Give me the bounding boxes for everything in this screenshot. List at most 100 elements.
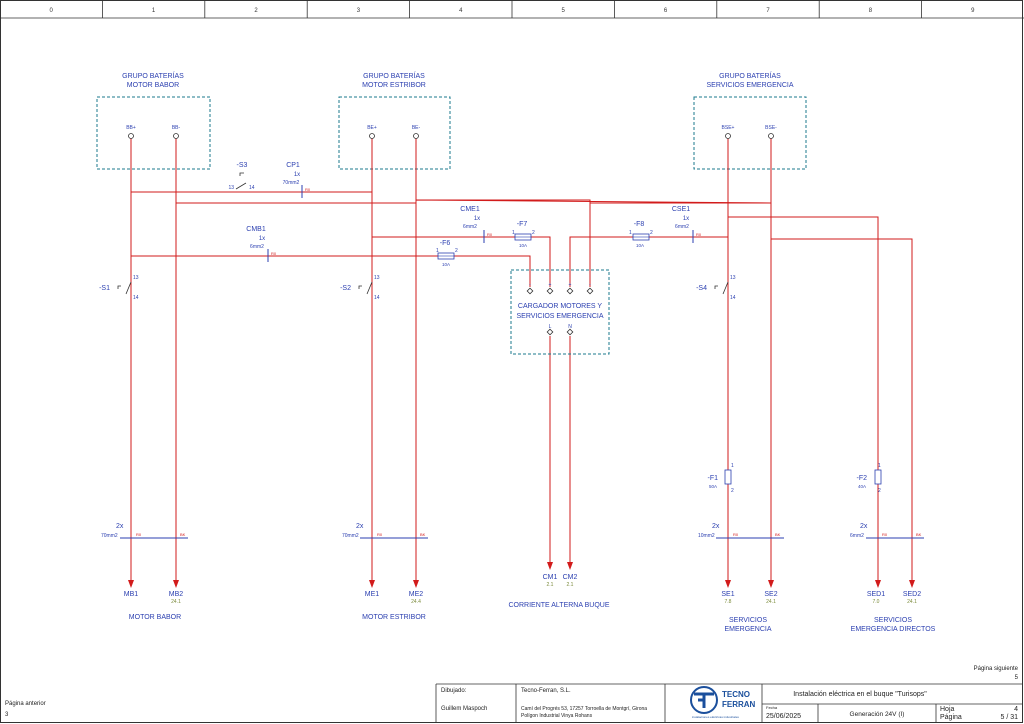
switch-s2[interactable]: -S2 13 14 — [340, 275, 380, 301]
cable-qty: 1x — [259, 236, 265, 242]
logo-tagline: instalaciones eléctricas industriales — [692, 715, 739, 719]
group-label-servicios-directos: SERVICIOS — [874, 617, 912, 624]
group-label-emergencia: EMERGENCIA — [724, 626, 771, 633]
switch-s1[interactable]: -S1 13 14 — [99, 275, 139, 301]
fuse-f8[interactable]: -F8 1 2 10A — [629, 221, 653, 248]
bottom-cable-1: 2x 70mm2 R0 BK — [101, 523, 188, 539]
terminal-tag[interactable]: SE1 — [721, 591, 734, 598]
battery-group-estribor[interactable]: GRUPO BATERÍAS MOTOR ESTRIBOR BE+ BE- — [338, 71, 451, 170]
switch-pin: 14 — [133, 295, 139, 301]
battery-box — [96, 96, 211, 170]
ruler-column-label: 4 — [459, 8, 463, 14]
terminal-tag[interactable]: ME2 — [409, 591, 424, 598]
terminal-tag[interactable]: ME1 — [365, 591, 380, 598]
page-navigation: Página siguiente 5 Página anterior 3 — [5, 666, 1019, 718]
battery-group-title: GRUPO BATERÍAS — [122, 71, 184, 80]
charger-pins — [526, 287, 594, 336]
charger-pin-label: L — [549, 324, 552, 330]
fuse-rating: 40A — [858, 484, 866, 489]
terminal-ref: 24.4 — [411, 599, 421, 605]
page-label: Página — [940, 714, 962, 721]
ruler-column-label: 0 — [50, 8, 54, 14]
cable-qty: 1x — [683, 216, 689, 222]
cable-cond: BK — [180, 532, 186, 537]
switch-s4[interactable]: -S4 13 14 — [696, 275, 736, 301]
cable-cond: R0 — [696, 232, 702, 237]
switch-tag: -S3 — [237, 162, 248, 169]
battery-group-subtitle: MOTOR BABOR — [127, 82, 179, 89]
ruler-column-label: 5 — [562, 8, 566, 14]
group-label-servicios: SERVICIOS — [729, 617, 767, 624]
ruler-column-label: 7 — [766, 8, 770, 14]
charger-pin-label: + — [569, 282, 572, 288]
fuse-pin: 2 — [731, 488, 734, 494]
sheet-value: 4 — [1014, 706, 1018, 713]
terminal-tag[interactable]: SE2 — [764, 591, 777, 598]
terminal-tag[interactable]: MB2 — [169, 591, 184, 598]
fuse-f2[interactable]: -F2 1 2 40A — [857, 463, 882, 494]
date-label: Fecha — [766, 705, 778, 710]
fuse-f6[interactable]: -F6 1 2 10A — [436, 240, 458, 267]
battery-group-babor[interactable]: GRUPO BATERÍAS MOTOR BABOR BB+ BB- — [96, 71, 211, 170]
cable-cme1: CME1 1x 6mm2 R0 — [460, 206, 493, 243]
group-label-motor-babor: MOTOR BABOR — [129, 614, 181, 621]
fuse-pin: 1 — [512, 230, 515, 236]
terminal-label: BB- — [172, 125, 181, 131]
cable-cond: R0 — [882, 532, 888, 537]
terminal-labels: MB1 MB2 24.1 ME1 ME2 24.4 CM1 2.1 CM2 2.… — [124, 574, 921, 605]
cable-section: 6mm2 — [675, 224, 689, 230]
terminal-ref: 24.1 — [171, 599, 181, 605]
cable-qty: 2x — [356, 523, 364, 530]
fuse-f1[interactable]: -F1 1 2 50A — [708, 463, 735, 494]
fuse-body — [724, 469, 732, 485]
terminal-ref: 7.0 — [873, 599, 880, 605]
cable-cond: R0 — [136, 532, 142, 537]
switch-pin: 13 — [730, 275, 736, 281]
wiring — [130, 138, 913, 580]
next-page-label: Página siguiente — [974, 666, 1019, 672]
fuse-pin: 2 — [455, 248, 458, 254]
cable-tag: CME1 — [460, 206, 480, 213]
terminal-ref: 2.1 — [567, 582, 574, 588]
fuse-body — [874, 469, 882, 485]
switch-s3[interactable]: -S3 13 14 — [228, 162, 254, 191]
title-block: Dibujado: Guillem Maspoch Tecno-Ferran, … — [435, 683, 1023, 723]
fuse-pin: 2 — [650, 230, 653, 236]
fuse-tag: -F7 — [517, 221, 528, 228]
battery-group-emergencia[interactable]: GRUPO BATERÍAS SERVICIOS EMERGENCIA BSE+… — [693, 71, 807, 170]
switch-pin: 13 — [374, 275, 380, 281]
switch-pin: 14 — [374, 295, 380, 301]
terminal-markers — [128, 133, 774, 139]
group-label-emergencia-directos: EMERGENCIA DIRECTOS — [851, 626, 936, 633]
company-logo: TECNO FERRAN instalaciones eléctricas in… — [690, 686, 756, 719]
company-address-2: Polígon Industrial Vinya Rohans — [521, 713, 593, 719]
switch-pin: 14 — [730, 295, 736, 301]
ruler-column-label: 6 — [664, 8, 668, 14]
fuse-f7[interactable]: -F7 1 2 10A — [512, 221, 535, 248]
terminal-tag[interactable]: MB1 — [124, 591, 139, 598]
next-page-value[interactable]: 5 — [1015, 675, 1019, 681]
cable-qty: 2x — [712, 523, 720, 530]
charger-box[interactable]: CARGADOR MOTORES Y SERVICIOS EMERGENCIA … — [510, 269, 610, 355]
charger-pin-label: - — [589, 282, 591, 288]
cable-section: 6mm2 — [850, 533, 864, 539]
battery-group-subtitle: SERVICIOS EMERGENCIA — [706, 82, 793, 89]
prev-page-value[interactable]: 3 — [5, 712, 9, 718]
terminal-tag[interactable]: SED2 — [903, 591, 921, 598]
fuse-pin: 1 — [629, 230, 632, 236]
terminal-tag[interactable]: SED1 — [867, 591, 885, 598]
cable-cse1: CSE1 1x 6mm2 R0 — [672, 206, 702, 243]
ruler-column-label: 2 — [254, 8, 258, 14]
fuse-tag: -F2 — [857, 475, 868, 482]
sheet-label: Hoja — [940, 706, 955, 713]
terminal-label: BSE- — [765, 125, 777, 131]
cable-cond: BK — [420, 532, 426, 537]
terminal-tag[interactable]: CM1 — [543, 574, 558, 581]
fuse-rating: 10A — [442, 262, 450, 267]
switch-tag: -S2 — [340, 285, 351, 292]
cable-cond: R0 — [305, 187, 311, 192]
terminal-tag[interactable]: CM2 — [563, 574, 578, 581]
wire-arrows — [128, 562, 915, 588]
